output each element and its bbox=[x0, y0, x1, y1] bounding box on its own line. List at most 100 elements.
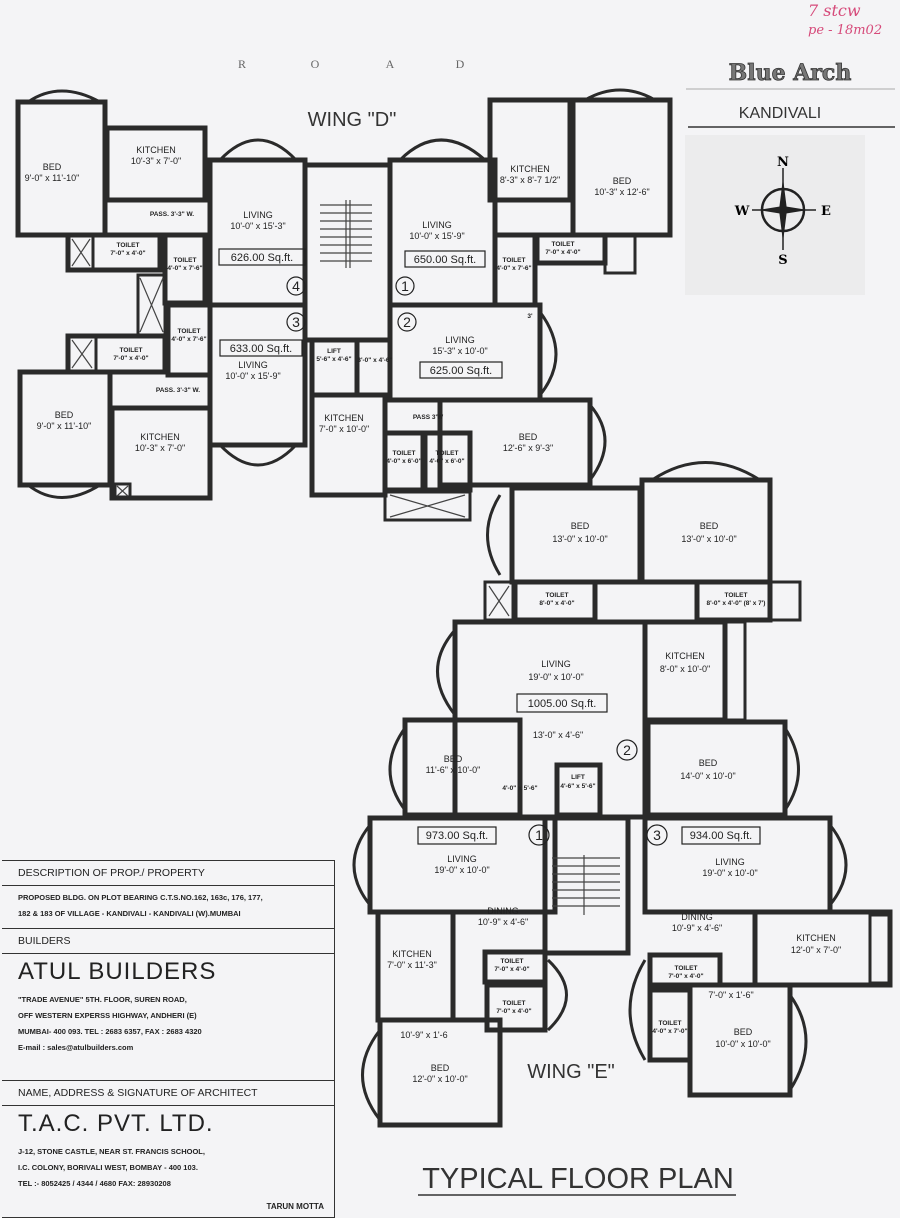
flat-number: 2 bbox=[623, 742, 631, 758]
flat-number-badge bbox=[395, 276, 415, 296]
flat-number-badge bbox=[397, 312, 417, 332]
dimension-label: 13'-0" x 4'-6" bbox=[533, 730, 583, 740]
flat-number: 4 bbox=[292, 278, 300, 294]
dimension-label: 4'-0" x 5'-6" bbox=[502, 785, 537, 792]
passage-label: PASS. 3'-3" W. bbox=[150, 211, 194, 218]
compass-south: S bbox=[778, 253, 787, 268]
builders-header: BUILDERS bbox=[2, 929, 334, 954]
architect-name: T.A.C. PVT. LTD. bbox=[18, 1110, 214, 1137]
architect-address-line: I.C. COLONY, BORIVALI WEST, BOMBAY - 400… bbox=[18, 1163, 198, 1172]
flat-number: 3 bbox=[292, 314, 300, 330]
builder-address-line: MUMBAI- 400 093. TEL : 2683 6357, FAX : … bbox=[18, 1027, 202, 1036]
architect-header: NAME, ADDRESS & SIGNATURE OF ARCHITECT bbox=[2, 1081, 334, 1106]
flat-area: 633.00 Sq.ft. bbox=[230, 343, 292, 355]
wing-e-title: WING "E" bbox=[527, 1061, 615, 1083]
flat-number: 2 bbox=[403, 314, 411, 330]
passage-label: 3' bbox=[527, 313, 533, 320]
handwritten-note: 7 stcw bbox=[808, 1, 861, 20]
builder-name: ATUL BUILDERS bbox=[18, 958, 217, 985]
flat-area: 625.00 Sq.ft. bbox=[430, 365, 492, 377]
passage-label: PASS. 3'-3" W. bbox=[156, 387, 200, 394]
plan-title: TYPICAL FLOOR PLAN bbox=[422, 1163, 734, 1195]
flat-area: 1005.00 Sq.ft. bbox=[528, 698, 597, 710]
dimension-label: 7'-0" x 1'-6" bbox=[708, 990, 753, 1000]
architect-address-line: J-12, STONE CASTLE, NEAR ST. FRANCIS SCH… bbox=[18, 1147, 205, 1156]
description-line: PROPOSED BLDG. ON PLOT BEARING C.T.S.NO.… bbox=[18, 893, 263, 902]
area-box bbox=[219, 339, 303, 357]
project-logo: Blue Arch bbox=[729, 60, 852, 86]
road-letter: A bbox=[386, 57, 395, 71]
compass-west: W bbox=[734, 204, 750, 219]
compass-icon bbox=[685, 135, 865, 295]
description-line: 182 & 183 OF VILLAGE - KANDIVALI - KANDI… bbox=[18, 909, 241, 918]
flat-number: 1 bbox=[401, 278, 409, 294]
builder-email: E-mail : sales@atulbuilders.com bbox=[18, 1043, 134, 1052]
compass-east: E bbox=[821, 204, 831, 219]
flat-area: 973.00 Sq.ft. bbox=[426, 830, 488, 842]
wing-e-walls bbox=[352, 461, 893, 1128]
project-location: KANDIVALI bbox=[739, 105, 821, 122]
dimension-label: 10'-9" x 1'-6 bbox=[400, 1030, 447, 1040]
description-header: DESCRIPTION OF PROP./ PROPERTY bbox=[2, 861, 334, 886]
flat-number-badge bbox=[286, 276, 306, 296]
flat-number-badge bbox=[646, 824, 668, 846]
area-box bbox=[218, 248, 306, 266]
area-box bbox=[404, 250, 486, 268]
flat-number-badge bbox=[528, 824, 550, 846]
passage-label: PASS 3'W bbox=[413, 414, 444, 421]
description-section: DESCRIPTION OF PROP./ PROPERTY PROPOSED … bbox=[2, 861, 334, 929]
area-box bbox=[516, 693, 608, 713]
road-letter: R bbox=[238, 57, 246, 71]
area-box bbox=[419, 361, 503, 379]
title-block-info: DESCRIPTION OF PROP./ PROPERTY PROPOSED … bbox=[2, 860, 335, 1218]
builder-address-line: "TRADE AVENUE" 5TH. FLOOR, SUREN ROAD, bbox=[18, 995, 187, 1004]
room-label: 3'-0" x 4'-6" bbox=[357, 357, 392, 364]
flat-area: 650.00 Sq.ft. bbox=[414, 254, 476, 266]
handwritten-note: pe - 18m02 bbox=[808, 23, 882, 38]
flat-number-badge bbox=[616, 739, 638, 761]
flat-area: 934.00 Sq.ft. bbox=[690, 830, 752, 842]
compass-north: N bbox=[777, 155, 789, 170]
architect-section: NAME, ADDRESS & SIGNATURE OF ARCHITECT T… bbox=[2, 1081, 334, 1196]
wing-d-title: WING "D" bbox=[308, 109, 397, 131]
